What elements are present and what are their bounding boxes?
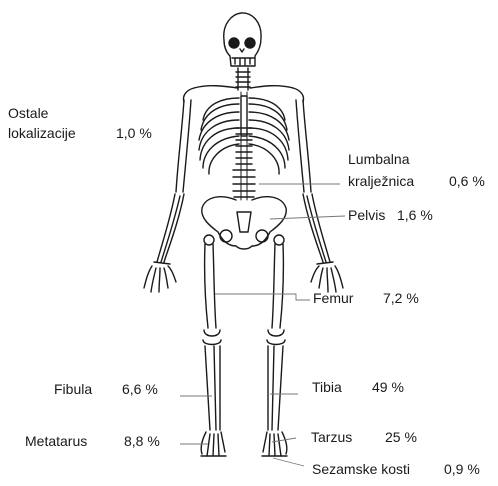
shoulder-girdle-shape [183, 86, 303, 102]
left-leg-shape [201, 235, 226, 456]
label-lumbalna-line2: kralježnica [348, 172, 414, 190]
label-tarzus: Tarzus [311, 428, 352, 446]
label-sezamske: Sezamske kosti [312, 460, 410, 478]
label-ostale-line2: lokalizacije [8, 124, 76, 142]
leader-pelvis [270, 216, 345, 219]
leader-tarzus [272, 438, 296, 442]
skull-shape [224, 13, 261, 66]
value-lumbalna: 0,6 % [449, 172, 485, 190]
rib-cage-shape [199, 96, 289, 174]
leader-femur [215, 294, 310, 300]
label-tibia: Tibia [312, 378, 342, 396]
leader-sezamske [273, 458, 304, 466]
value-tarzus: 25 % [385, 428, 417, 446]
label-metatarus: Metatarus [25, 432, 87, 450]
label-lumbalna-line1: Lumbalna [348, 150, 410, 168]
value-femur: 7,2 % [383, 289, 419, 307]
label-pelvis: Pelvis [348, 206, 385, 224]
value-sezamske: 0,9 % [444, 460, 480, 478]
right-leg-shape [262, 235, 287, 456]
value-pelvis: 1,6 % [397, 206, 433, 224]
label-fibula: Fibula [54, 380, 92, 398]
label-femur: Femur [313, 289, 353, 307]
right-arm-shape [296, 100, 343, 292]
value-tibia: 49 % [372, 378, 404, 396]
label-ostale-line1: Ostale [8, 104, 48, 122]
value-metatarus: 8,8 % [124, 432, 160, 450]
value-ostale: 1,0 % [116, 124, 152, 142]
value-fibula: 6,6 % [122, 380, 158, 398]
